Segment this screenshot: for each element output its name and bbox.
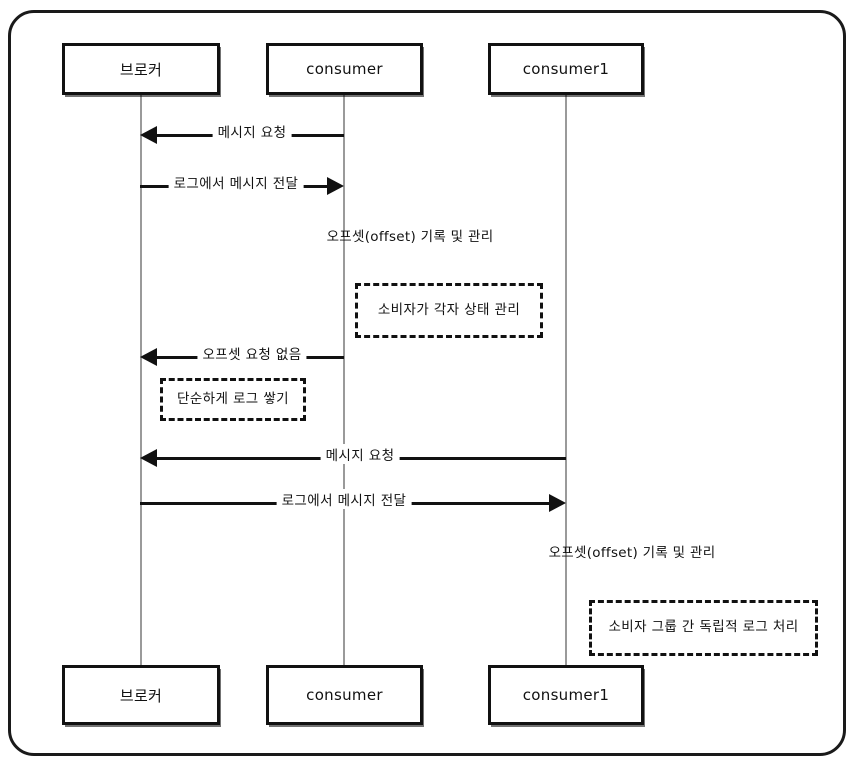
message-label-m5: 로그에서 메시지 전달 — [276, 489, 412, 509]
self-message-label-s2: 오프셋(offset) 기록 및 관리 — [548, 545, 716, 561]
actor-box-consumer-bottom[interactable]: consumer — [266, 665, 423, 725]
actor-label-consumer1-top: consumer1 — [522, 60, 610, 78]
actor-box-consumer1-top[interactable]: consumer1 — [488, 43, 644, 95]
message-m5[interactable]: 로그에서 메시지 전달 — [140, 489, 566, 514]
note-n3: 소비자 그룹 간 독립적 로그 처리 — [589, 600, 818, 656]
message-label-m1: 메시지 요청 — [212, 121, 292, 141]
actor-label-broker-top: 브로커 — [119, 60, 163, 79]
self-message-s1: 오프셋(offset) 기록 및 관리 — [305, 228, 515, 248]
note-n2: 단순하게 로그 쌓기 — [160, 378, 306, 421]
arrowhead-left-m1 — [140, 126, 157, 144]
diagram-frame — [8, 10, 846, 756]
note-label-n2: 단순하게 로그 쌓기 — [177, 390, 289, 407]
note-n1: 소비자가 각자 상태 관리 — [355, 283, 543, 338]
note-label-n1: 소비자가 각자 상태 관리 — [377, 301, 521, 318]
self-message-label-s1: 오프셋(offset) 기록 및 관리 — [326, 229, 494, 245]
arrowhead-right-m2 — [327, 177, 344, 195]
arrowhead-right-m5 — [549, 494, 566, 512]
actor-box-consumer-top[interactable]: consumer — [266, 43, 423, 95]
actor-box-consumer1-bottom[interactable]: consumer1 — [488, 665, 644, 725]
message-m1[interactable]: 메시지 요청 — [140, 121, 344, 146]
message-m2[interactable]: 로그에서 메시지 전달 — [140, 172, 344, 197]
actor-label-consumer-top: consumer — [306, 60, 383, 78]
actor-box-broker-bottom[interactable]: 브로커 — [62, 665, 220, 725]
lifeline-consumer — [343, 95, 345, 667]
message-m4[interactable]: 메시지 요청 — [140, 444, 566, 469]
lifeline-consumer1 — [565, 95, 567, 667]
actor-label-consumer-bottom: consumer — [306, 686, 383, 704]
lifeline-broker — [140, 95, 142, 667]
message-label-m3: 오프셋 요청 없음 — [197, 343, 307, 363]
message-m3[interactable]: 오프셋 요청 없음 — [140, 343, 344, 368]
self-message-s2: 오프셋(offset) 기록 및 관리 — [527, 544, 737, 564]
arrowhead-left-m3 — [140, 348, 157, 366]
arrowhead-left-m4 — [140, 449, 157, 467]
message-label-m4: 메시지 요청 — [320, 444, 400, 464]
actor-box-broker-top[interactable]: 브로커 — [62, 43, 220, 95]
message-label-m2: 로그에서 메시지 전달 — [168, 172, 304, 192]
actor-label-consumer1-bottom: consumer1 — [522, 686, 610, 704]
actor-label-broker-bottom: 브로커 — [119, 686, 163, 705]
note-label-n3: 소비자 그룹 간 독립적 로그 처리 — [608, 619, 799, 636]
